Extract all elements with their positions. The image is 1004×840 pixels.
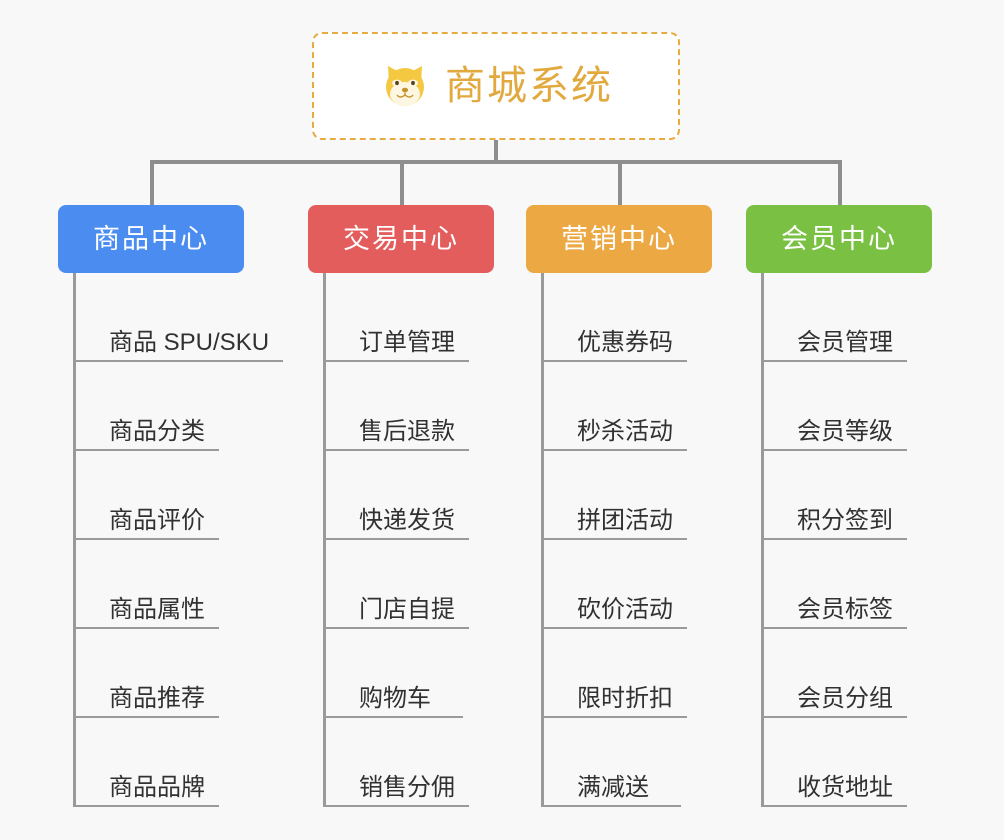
leaf-item[interactable]: 拼团活动 (541, 451, 687, 540)
leaf-label: 订单管理 (359, 328, 455, 356)
leaf-list-member: 会员管理 会员等级 积分签到 会员标签 会员分组 收货地址 (761, 273, 907, 807)
leaf-label: 收货地址 (797, 773, 893, 801)
leaf-label: 秒杀活动 (577, 417, 673, 445)
leaf-item[interactable]: 门店自提 (323, 540, 469, 629)
leaf-item[interactable]: 收货地址 (761, 718, 907, 807)
leaf-list-trade: 订单管理 售后退款 快递发货 门店自提 购物车 销售分佣 (323, 273, 469, 807)
leaf-item[interactable]: 会员标签 (761, 540, 907, 629)
leaf-list-marketing: 优惠券码 秒杀活动 拼团活动 砍价活动 限时折扣 满减送 (541, 273, 687, 807)
leaf-label: 购物车 (359, 684, 431, 712)
connector-drop-4 (838, 160, 842, 205)
branch-header-marketing[interactable]: 营销中心 (526, 205, 712, 273)
leaf-label: 商品分类 (109, 417, 205, 445)
branch-spine-marketing (541, 273, 544, 807)
leaf-list-product: 商品 SPU/SKU 商品分类 商品评价 商品属性 商品推荐 商品品牌 (73, 273, 284, 807)
branch-header-product[interactable]: 商品中心 (58, 205, 244, 273)
leaf-label: 会员等级 (797, 417, 893, 445)
leaf-item[interactable]: 限时折扣 (541, 629, 687, 718)
branch-spine-member (761, 273, 764, 807)
leaf-label: 会员分组 (797, 684, 893, 712)
branch-spine-product (73, 273, 76, 807)
leaf-label: 优惠券码 (577, 328, 673, 356)
connector-horizontal-bus (150, 160, 842, 164)
leaf-item[interactable]: 商品分类 (73, 362, 219, 451)
branch-column-member: 会员中心 会员管理 会员等级 积分签到 会员标签 会员分组 收货地址 (746, 205, 932, 807)
root-node[interactable]: 商城系统 (312, 32, 680, 140)
leaf-label: 满减送 (577, 773, 649, 801)
leaf-label: 商品品牌 (109, 773, 205, 801)
connector-drop-2 (400, 160, 404, 205)
branch-header-member[interactable]: 会员中心 (746, 205, 932, 273)
branch-spine-trade (323, 273, 326, 807)
leaf-label: 商品评价 (109, 506, 205, 534)
leaf-label: 商品推荐 (109, 684, 205, 712)
leaf-item[interactable]: 订单管理 (323, 273, 469, 362)
leaf-label: 限时折扣 (577, 684, 673, 712)
leaf-label: 快递发货 (359, 506, 455, 534)
leaf-item[interactable]: 满减送 (541, 718, 681, 807)
leaf-item[interactable]: 商品 SPU/SKU (73, 273, 284, 362)
leaf-item[interactable]: 购物车 (323, 629, 463, 718)
leaf-item[interactable]: 秒杀活动 (541, 362, 687, 451)
leaf-label: 积分签到 (797, 506, 893, 534)
leaf-item[interactable]: 优惠券码 (541, 273, 687, 362)
leaf-item[interactable]: 积分签到 (761, 451, 907, 540)
leaf-item[interactable]: 售后退款 (323, 362, 469, 451)
leaf-item[interactable]: 销售分佣 (323, 718, 469, 807)
leaf-label: 门店自提 (359, 595, 455, 623)
leaf-label: 拼团活动 (577, 506, 673, 534)
leaf-item[interactable]: 会员分组 (761, 629, 907, 718)
leaf-item[interactable]: 会员管理 (761, 273, 907, 362)
leaf-label: 商品属性 (109, 595, 205, 623)
leaf-item[interactable]: 会员等级 (761, 362, 907, 451)
branch-column-product: 商品中心 商品 SPU/SKU 商品分类 商品评价 商品属性 商品推荐 商品品牌 (58, 205, 284, 807)
leaf-item[interactable]: 砍价活动 (541, 540, 687, 629)
root-title: 商城系统 (445, 64, 613, 108)
leaf-item[interactable]: 商品推荐 (73, 629, 219, 718)
leaf-label: 商品 SPU/SKU (109, 328, 270, 356)
branch-header-trade[interactable]: 交易中心 (308, 205, 494, 273)
leaf-label: 砍价活动 (577, 595, 673, 623)
leaf-label: 售后退款 (359, 417, 455, 445)
leaf-label: 会员管理 (797, 328, 893, 356)
leaf-item[interactable]: 商品属性 (73, 540, 219, 629)
connector-root-stem (494, 140, 498, 163)
leaf-item[interactable]: 商品评价 (73, 451, 219, 540)
leaf-label: 会员标签 (797, 595, 893, 623)
connector-drop-1 (150, 160, 154, 205)
branch-column-marketing: 营销中心 优惠券码 秒杀活动 拼团活动 砍价活动 限时折扣 满减送 (526, 205, 712, 807)
connector-drop-3 (618, 160, 622, 205)
leaf-item[interactable]: 商品品牌 (73, 718, 219, 807)
branch-column-trade: 交易中心 订单管理 售后退款 快递发货 门店自提 购物车 销售分佣 (308, 205, 494, 807)
leaf-label: 销售分佣 (359, 773, 455, 801)
shiba-dog-face-icon (379, 60, 431, 112)
leaf-item[interactable]: 快递发货 (323, 451, 469, 540)
